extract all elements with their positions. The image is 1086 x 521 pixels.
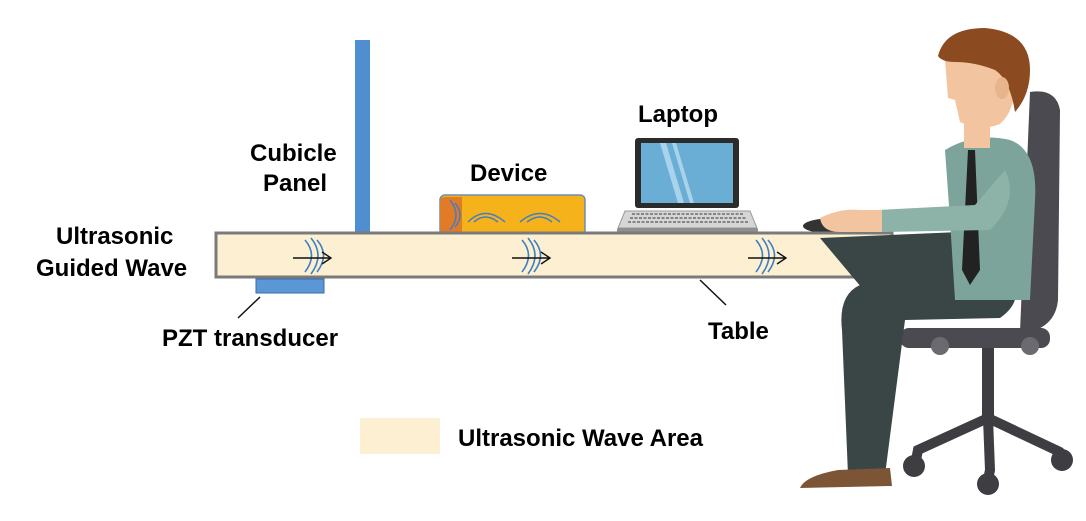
guided-wave-label-line1: Ultrasonic xyxy=(56,223,173,250)
device-icon xyxy=(439,194,586,236)
pzt-transducer-label: PZT transducer xyxy=(162,325,338,352)
pzt-leader-line xyxy=(237,296,261,319)
guided-wave-label-line2: Guided Wave xyxy=(36,255,187,282)
legend-swatch xyxy=(360,418,440,454)
wave-arrow-icon xyxy=(304,237,776,275)
table-leader-line xyxy=(699,279,727,306)
wave-arrow-icon xyxy=(293,251,788,265)
person-icon xyxy=(800,28,1036,488)
cubicle-panel-label-line2: Panel xyxy=(263,170,327,197)
cubicle-panel-icon xyxy=(355,40,370,233)
device-label: Device xyxy=(470,160,547,187)
cubicle-panel-label-line1: Cubicle xyxy=(250,140,337,167)
laptop-icon xyxy=(617,138,758,233)
pzt-transducer-icon xyxy=(255,278,325,294)
table-wave-area xyxy=(214,231,894,279)
legend-label: Ultrasonic Wave Area xyxy=(458,425,704,452)
laptop-label: Laptop xyxy=(638,101,718,128)
table-label: Table xyxy=(708,318,769,345)
